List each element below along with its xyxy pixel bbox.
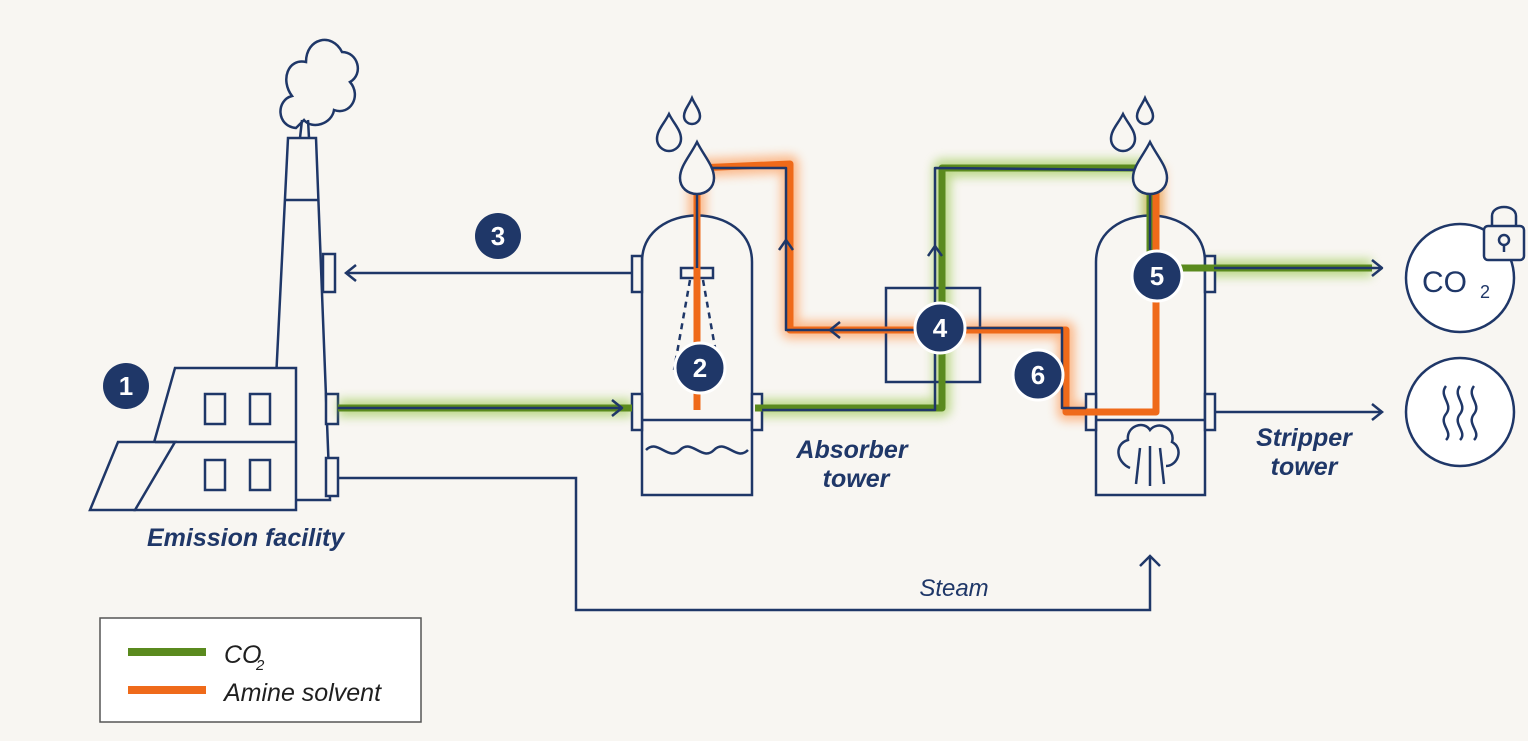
stripper-label-line2: tower bbox=[1271, 453, 1339, 481]
absorber-label-line1: Absorber bbox=[795, 436, 908, 464]
amine-flow bbox=[693, 160, 1160, 416]
co2-storage-label: CO bbox=[1422, 266, 1467, 299]
svg-text:3: 3 bbox=[491, 221, 505, 251]
emission-facility-label: Emission facility bbox=[147, 524, 345, 552]
svg-text:6: 6 bbox=[1031, 360, 1045, 390]
step-badge-4: 4 bbox=[913, 301, 967, 355]
stripper-label-line1: Stripper bbox=[1256, 424, 1353, 452]
water-drop-icon bbox=[1109, 94, 1169, 196]
legend-amine-label: Amine solvent bbox=[222, 679, 382, 707]
steam-line bbox=[338, 476, 1161, 612]
step-badge-2: 2 bbox=[673, 341, 727, 395]
legend-co2-subscript: 2 bbox=[255, 657, 265, 674]
svg-text:1: 1 bbox=[119, 371, 133, 401]
heat-exchanger bbox=[884, 286, 982, 384]
water-drop-icon bbox=[655, 94, 716, 196]
steam-icon bbox=[1117, 423, 1180, 486]
step-badge-1: 1 bbox=[103, 363, 149, 409]
svg-text:5: 5 bbox=[1150, 261, 1164, 291]
heat-waves-icon bbox=[1404, 356, 1516, 468]
co2-storage-subscript: 2 bbox=[1480, 282, 1490, 302]
step-badge-5: 5 bbox=[1130, 249, 1184, 303]
svg-text:4: 4 bbox=[933, 313, 948, 343]
co2-flow bbox=[338, 164, 1384, 417]
padlock-icon bbox=[1482, 205, 1526, 262]
factory-icon bbox=[88, 366, 298, 512]
absorber-label-line2: tower bbox=[823, 465, 891, 493]
step-badge-3: 3 bbox=[475, 213, 521, 259]
legend-co2-label: CO bbox=[224, 641, 262, 669]
steam-label: Steam bbox=[919, 575, 988, 602]
step-badge-6: 6 bbox=[1011, 348, 1065, 402]
legend: CO 2 Amine solvent bbox=[99, 617, 422, 723]
return-flow-3 bbox=[343, 264, 632, 282]
heat-output-line bbox=[1214, 403, 1385, 421]
svg-text:2: 2 bbox=[693, 353, 707, 383]
